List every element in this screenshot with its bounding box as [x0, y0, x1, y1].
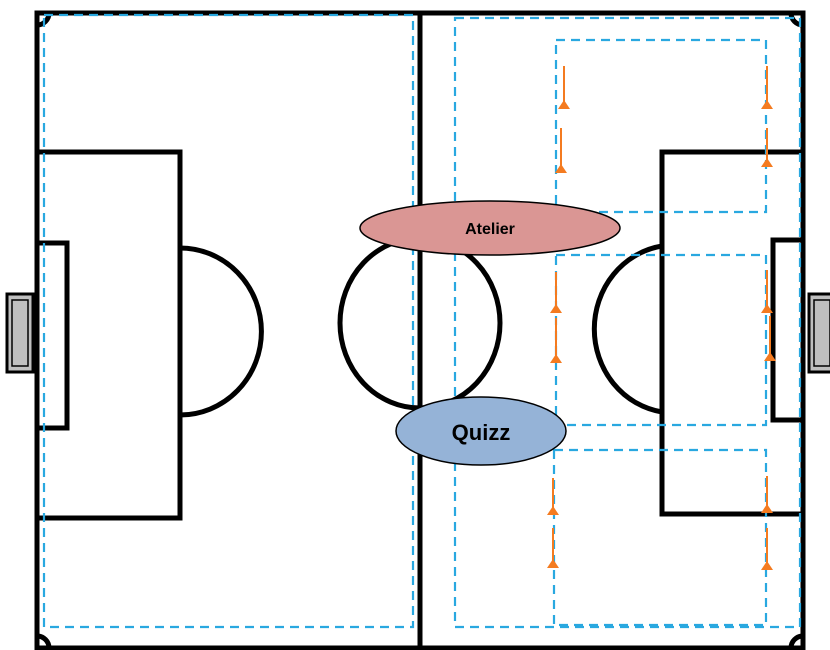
quizz-label: Quizz [452, 420, 511, 445]
zone-right-half [453, 16, 802, 629]
zone-left-half [42, 13, 415, 629]
cone-icon [761, 270, 773, 313]
cone-icon [550, 318, 562, 363]
cone-icon [555, 128, 567, 173]
cone-icon [547, 528, 559, 568]
cone-icon [550, 272, 562, 313]
right-goal-area [770, 237, 806, 423]
cone-icon [547, 478, 559, 515]
left-penalty-area [34, 149, 183, 521]
zone-bottom-workshop [552, 448, 768, 627]
cone-icon [761, 528, 773, 570]
goal-icon [807, 292, 830, 374]
cone-icon [558, 66, 570, 109]
corner-arc [36, 633, 52, 649]
goal-icon [5, 292, 35, 374]
corner-arc [788, 633, 804, 649]
quizz-bubble[interactable]: Quizz [395, 396, 567, 466]
cone-markers [547, 66, 776, 570]
corner-arc [788, 12, 804, 28]
left-penalty-arc [179, 245, 264, 418]
atelier-bubble[interactable]: Atelier [359, 200, 621, 256]
left-goal-area [34, 240, 70, 431]
cone-icon [761, 476, 773, 513]
right-penalty-arc [591, 243, 663, 415]
left-goal [5, 292, 35, 374]
field-lines [34, 10, 806, 650]
cone-icon [764, 316, 776, 361]
zone-top-workshop [554, 38, 768, 214]
right-goal [807, 292, 830, 374]
atelier-label: Atelier [465, 221, 515, 238]
cone-icon [761, 66, 773, 109]
cone-icon [761, 128, 773, 167]
right-penalty-area [659, 149, 806, 517]
